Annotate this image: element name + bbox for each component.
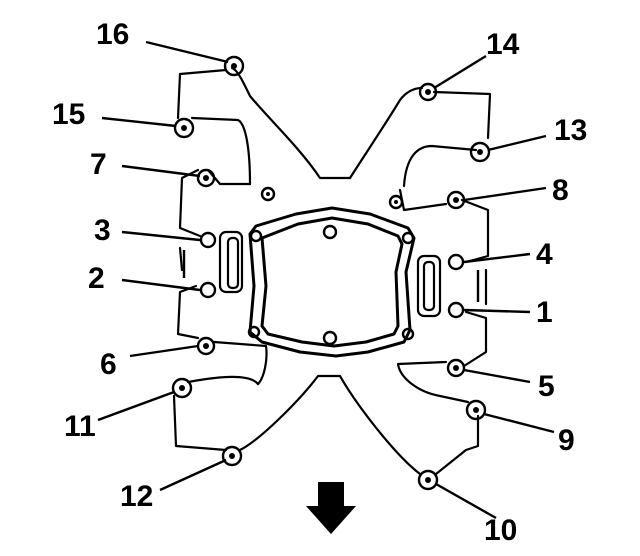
bolt-label-6: 6 (100, 348, 117, 381)
bolt-hole-12 (221, 445, 243, 467)
bolt-hole-5 (446, 358, 466, 378)
bolt-label-16: 16 (96, 18, 129, 51)
bolt-hole-9 (465, 399, 487, 421)
coolant-slots (218, 230, 442, 318)
cylinder-head-outline (248, 206, 416, 358)
bolt-label-2: 2 (88, 262, 105, 295)
bolt-hole-4 (447, 253, 465, 271)
bolt-hole-16 (223, 55, 245, 77)
bolt-label-1: 1 (536, 296, 553, 329)
bolt-label-15: 15 (52, 98, 85, 131)
gasket-outline (172, 66, 492, 476)
bolt-hole-14 (418, 82, 438, 102)
bolt-label-5: 5 (538, 370, 555, 403)
bolt-label-14: 14 (486, 28, 520, 61)
leader-lines (97, 40, 555, 520)
bolt-label-4: 4 (536, 238, 553, 271)
alignment-marks (260, 186, 404, 210)
bolt-hole-13 (469, 141, 491, 163)
bolt-hole-2 (199, 281, 217, 299)
bolt-label-13: 13 (554, 114, 587, 147)
bolt-hole-3 (199, 231, 217, 249)
bolt-hole-7 (196, 168, 216, 188)
bolt-labels: 16 15 7 3 2 6 11 12 14 13 8 4 1 5 9 10 (52, 18, 587, 547)
bolt-hole-1 (447, 301, 465, 319)
bolt-hole-6 (196, 336, 216, 356)
bolt-hole-11 (171, 377, 193, 399)
bolt-label-11: 11 (64, 410, 96, 443)
bolt-hole-15 (173, 117, 195, 139)
bolt-label-8: 8 (552, 174, 569, 207)
bolt-label-10: 10 (484, 514, 517, 547)
arrow-down-icon (306, 482, 356, 534)
bolt-hole-10 (417, 469, 439, 491)
bolt-label-7: 7 (90, 148, 107, 181)
bolt-label-9: 9 (558, 424, 575, 457)
dowel-holes (247, 224, 415, 346)
bolt-label-3: 3 (94, 214, 111, 247)
bolt-label-12: 12 (120, 480, 153, 513)
